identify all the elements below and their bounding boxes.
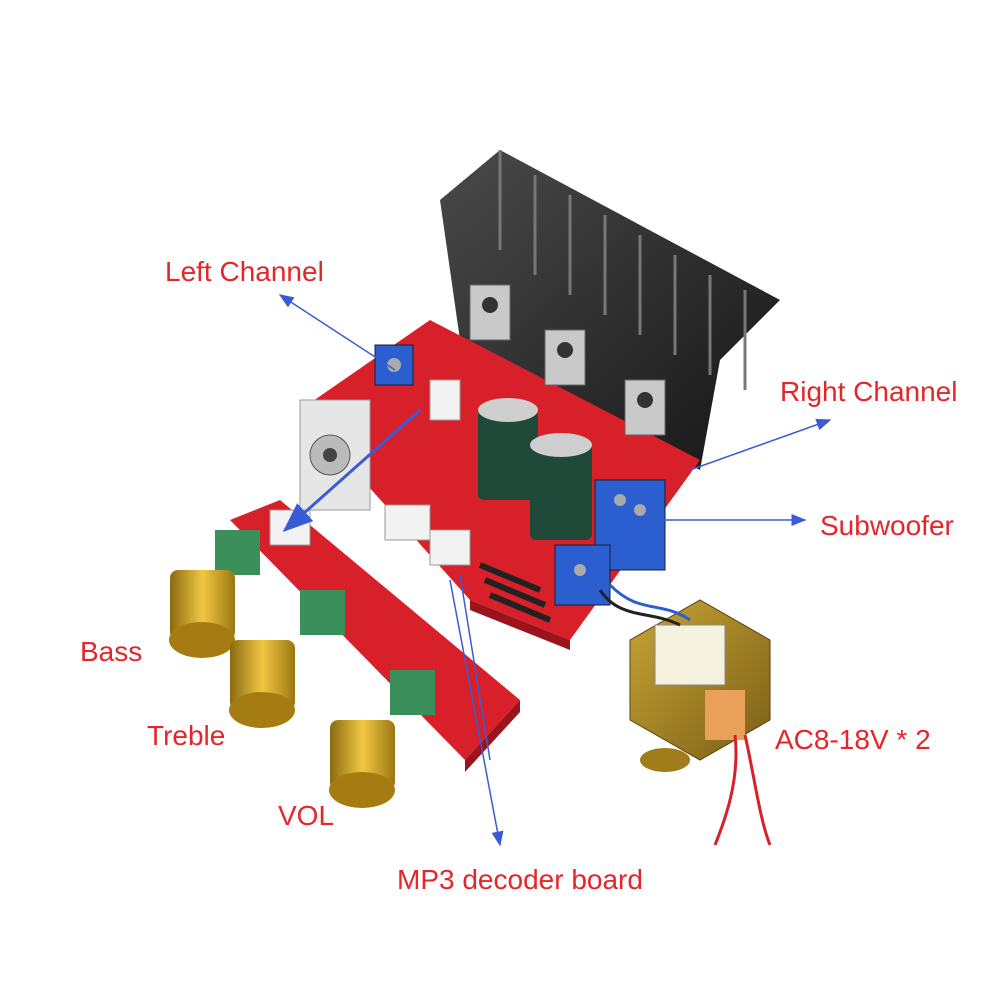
ac-input-label: AC8-18V * 2 (775, 724, 931, 755)
right-channel-label: Right Channel (780, 376, 958, 407)
transformer (629, 599, 771, 772)
rca-jacks (299, 399, 371, 511)
board-connectors (384, 379, 471, 566)
filter-capacitors (478, 398, 592, 540)
mp3-decoder-label: MP3 decoder board (397, 864, 643, 895)
treble-knob (229, 640, 295, 728)
bass-label: Bass (80, 636, 143, 667)
tone-control-board (215, 500, 520, 772)
vol-label: VOL (278, 800, 335, 831)
annotation-arrows (278, 294, 832, 847)
volume-knob (329, 720, 395, 808)
treble-label: Treble (147, 720, 226, 751)
output-terminals (554, 479, 666, 606)
rectifier-diodes (478, 562, 552, 623)
input-terminal (374, 344, 414, 386)
bass-knob (169, 570, 235, 658)
heatsink (440, 150, 780, 470)
power-transistors (469, 284, 666, 436)
subwoofer-label: Subwoofer (820, 510, 954, 541)
wires (598, 583, 772, 846)
left-channel-label: Left Channel (165, 256, 324, 287)
